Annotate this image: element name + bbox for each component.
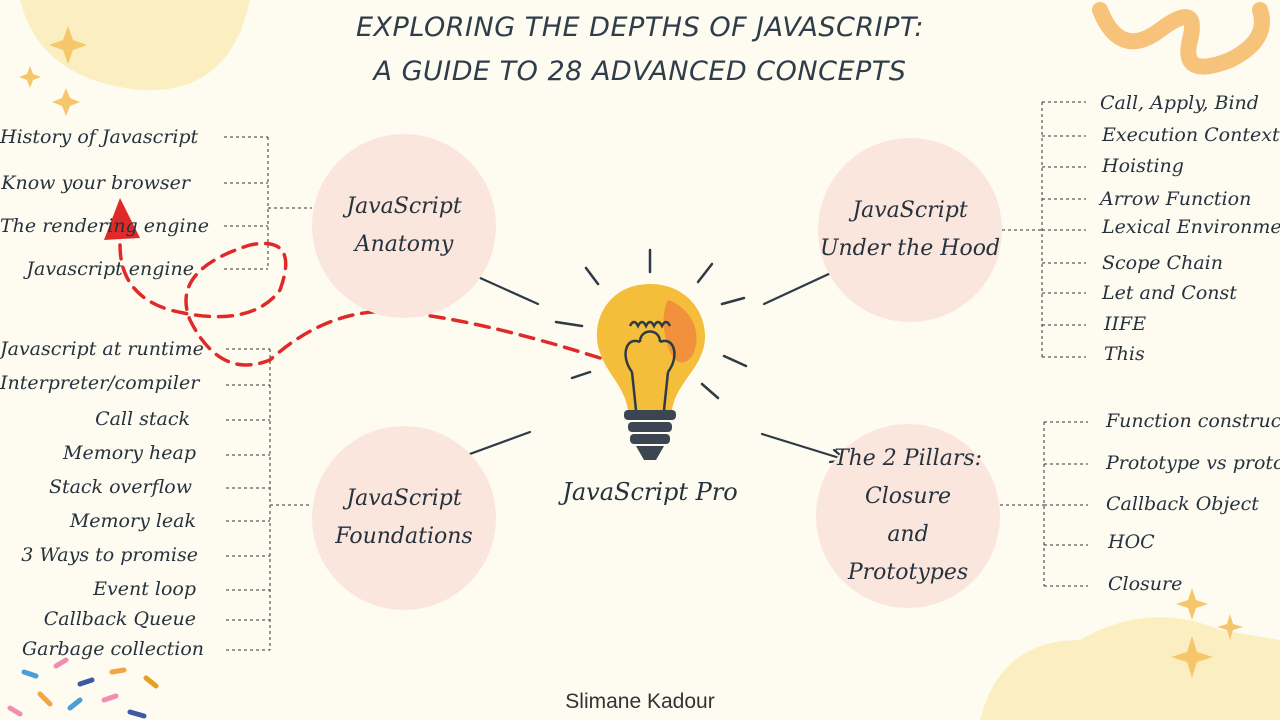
list-item: Prototype vs proto	[1106, 452, 1280, 474]
node-label-line: JavaScript	[346, 194, 462, 219]
page-title-line-1: EXPLORING THE DEPTHS OF JAVASCRIPT:	[356, 12, 924, 43]
list-item: Closure	[1108, 573, 1183, 595]
list-item: Let and Const	[1102, 282, 1237, 304]
list-item: Execution Context	[1102, 124, 1280, 146]
node-label-line: Foundations	[335, 524, 473, 549]
node-javascript-under-the-hood: JavaScript Under the Hood	[818, 138, 1002, 322]
list-item: Function constructor	[1106, 410, 1280, 432]
node-label-line: The 2 Pillars:	[833, 446, 983, 471]
node-label-line: Under the Hood	[819, 236, 1001, 261]
node-label-line: JavaScript	[852, 198, 968, 223]
arrow-to-pillars	[760, 432, 848, 462]
squiggle-decoration	[1092, 2, 1270, 75]
node-javascript-foundations: JavaScript Foundations	[312, 426, 496, 610]
list-item: 3 Ways to promise	[21, 544, 198, 566]
list-item: This	[1104, 343, 1145, 365]
list-item: IIFE	[1104, 313, 1147, 335]
list-item: Stack overflow	[48, 476, 192, 498]
list-item: Scope Chain	[1102, 252, 1223, 274]
red-arrowhead-icon	[104, 198, 140, 240]
sparkle-icon	[1217, 614, 1243, 640]
node-label-line: Prototypes	[847, 560, 969, 585]
yellow-arc-decoration	[20, 0, 250, 91]
yellow-blob-decoration	[980, 617, 1280, 720]
node-label-line: and	[887, 522, 929, 547]
center-label: JavaScript Pro	[562, 478, 738, 506]
page-title-line-2: A GUIDE TO 28 ADVANCED CONCEPTS	[373, 56, 907, 87]
bulb-rays	[554, 248, 748, 400]
confetti-decoration	[7, 657, 159, 719]
list-item: Memory leak	[69, 510, 196, 532]
list-item: Hoisting	[1102, 155, 1184, 177]
list-item: HOC	[1108, 531, 1155, 553]
author-credit: Slimane Kadour	[565, 690, 715, 713]
list-item: Lexical Environment	[1102, 216, 1280, 238]
node-javascript-anatomy: JavaScript Anatomy	[312, 134, 496, 318]
sparkle-icon	[1171, 636, 1213, 678]
lightbulb-icon	[596, 284, 706, 460]
sparkle-icon	[1176, 588, 1208, 620]
list-item: The rendering engine	[0, 215, 209, 237]
list-item: Arrow Function	[1100, 188, 1252, 210]
list-item: Memory heap	[63, 442, 196, 464]
list-item: Callback Queue	[43, 608, 196, 630]
sparkle-icon	[19, 66, 41, 88]
list-item: Call, Apply, Bind	[1100, 92, 1259, 114]
node-label-line: JavaScript	[346, 486, 462, 511]
list-item: Garbage collection	[21, 638, 204, 660]
node-label-line: Closure	[864, 484, 952, 509]
sparkle-icon	[52, 88, 80, 116]
list-item: Callback Object	[1106, 493, 1259, 515]
sparkle-icon	[49, 26, 87, 64]
node-label-line: Anatomy	[354, 232, 454, 257]
list-item: Javascript at runtime	[0, 338, 204, 360]
list-item: History of Javascript	[0, 126, 199, 148]
list-item: Javascript engine	[26, 258, 194, 280]
list-item: Know your browser	[1, 172, 190, 194]
list-item: Interpreter/compiler	[0, 372, 200, 394]
list-item: Event loop	[93, 578, 196, 600]
list-item: Call stack	[95, 408, 190, 430]
node-two-pillars: The 2 Pillars: Closure and Prototypes	[816, 424, 1000, 608]
